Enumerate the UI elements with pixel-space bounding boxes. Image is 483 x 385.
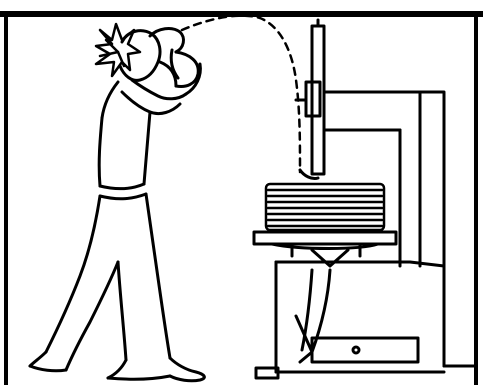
worker-figure xyxy=(28,27,206,383)
tire-changer-machine xyxy=(252,18,478,380)
impact-burst xyxy=(94,22,142,78)
picture-frame xyxy=(0,11,483,385)
stacked-tire xyxy=(264,182,386,232)
trajectory-dashed-line xyxy=(180,14,302,174)
ejected-bead-tool xyxy=(298,168,320,180)
